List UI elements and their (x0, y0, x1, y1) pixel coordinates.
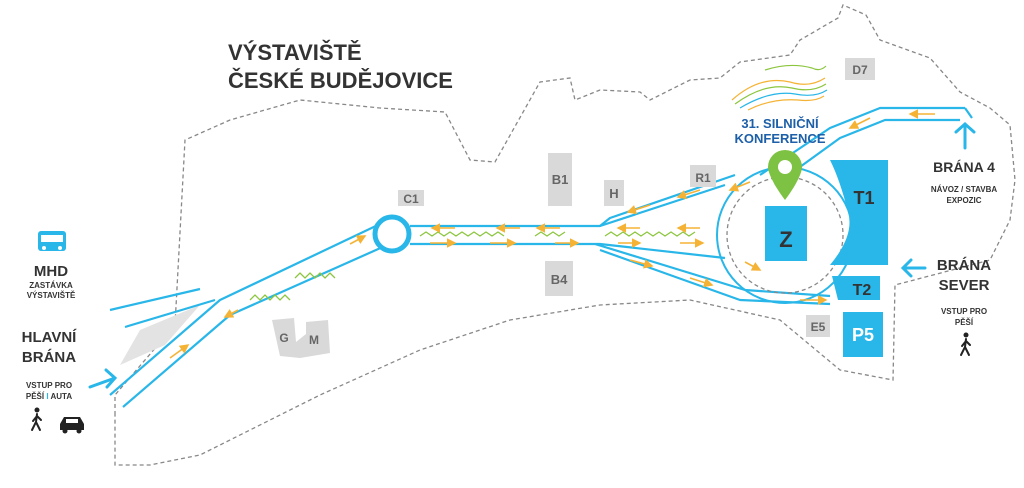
mhd-title: MHD (34, 263, 68, 280)
car-icon (60, 417, 84, 434)
building-b4 (545, 261, 573, 296)
north-gate-sub2: PĚŠÍ (955, 318, 974, 327)
event-title-line2: KONFERENCE (734, 131, 825, 146)
event-logo (731, 64, 828, 111)
hall-p5-label: P5 (852, 325, 874, 345)
building-b1-label: B1 (552, 172, 569, 187)
building-gm (272, 318, 330, 358)
venue-boundary (114, 4, 1016, 466)
gate4-sub2: EXPOZIC (946, 196, 981, 205)
entrance-plaza (120, 305, 200, 365)
halls (765, 160, 888, 357)
building-h (604, 180, 624, 206)
greenery (249, 231, 696, 301)
building-d7 (845, 58, 875, 80)
main-gate-line1: HLAVNÍ (22, 329, 78, 346)
central-circle (726, 176, 844, 294)
pedestrian-icon (31, 407, 42, 431)
gate4-arrow (954, 121, 976, 150)
hall-t2 (832, 276, 880, 300)
event-title-line1: 31. SILNIČNÍ (741, 116, 819, 131)
location-pin-icon (768, 150, 802, 200)
building-c1-label: C1 (403, 192, 419, 206)
building-r1 (690, 165, 716, 187)
building-h-label: H (609, 186, 618, 201)
north-gate-arrow (900, 258, 927, 278)
main-gate-sub2: PĚŠÍ I AUTA (26, 392, 72, 401)
building-c1 (398, 190, 424, 206)
main-gate-line2: BRÁNA (22, 349, 76, 366)
hall-t2-label: T2 (853, 282, 872, 299)
mhd-sub1: ZASTÁVKA (29, 281, 73, 290)
building-b4-label: B4 (551, 272, 568, 287)
traffic-arrows (169, 109, 935, 359)
buildings (272, 58, 875, 358)
main-gate-arrow (88, 368, 118, 389)
hall-z-label: Z (779, 227, 792, 252)
venue-title-line1: VÝSTAVIŠTĚ (228, 40, 362, 65)
hall-t1-label: T1 (853, 188, 874, 208)
building-d7-label: D7 (852, 63, 868, 77)
gate4-sub1: NÁVOZ / STAVBA (931, 185, 998, 194)
pedestrian-icon-north (960, 332, 971, 356)
hall-z (765, 206, 807, 261)
mhd-sub2: VÝSTAVIŠTĚ (27, 291, 76, 300)
gate4-title: BRÁNA 4 (933, 159, 995, 175)
building-e5 (806, 315, 830, 337)
building-b1 (548, 153, 572, 206)
building-m-label: M (309, 333, 319, 347)
bus-icon (38, 231, 66, 251)
north-gate-sub1: VSTUP PRO (941, 307, 987, 316)
main-gate-sub1: VSTUP PRO (26, 381, 72, 390)
hall-p5 (843, 312, 883, 357)
building-e5-label: E5 (811, 320, 826, 334)
venue-title-line2: ČESKÉ BUDĚJOVICE (228, 68, 453, 93)
hall-t1 (830, 160, 888, 265)
building-g-label: G (279, 331, 288, 345)
building-r1-label: R1 (695, 171, 711, 185)
north-gate-line2: SEVER (939, 277, 990, 294)
north-gate-line1: BRÁNA (937, 257, 991, 274)
roundabout-c1 (372, 214, 412, 254)
